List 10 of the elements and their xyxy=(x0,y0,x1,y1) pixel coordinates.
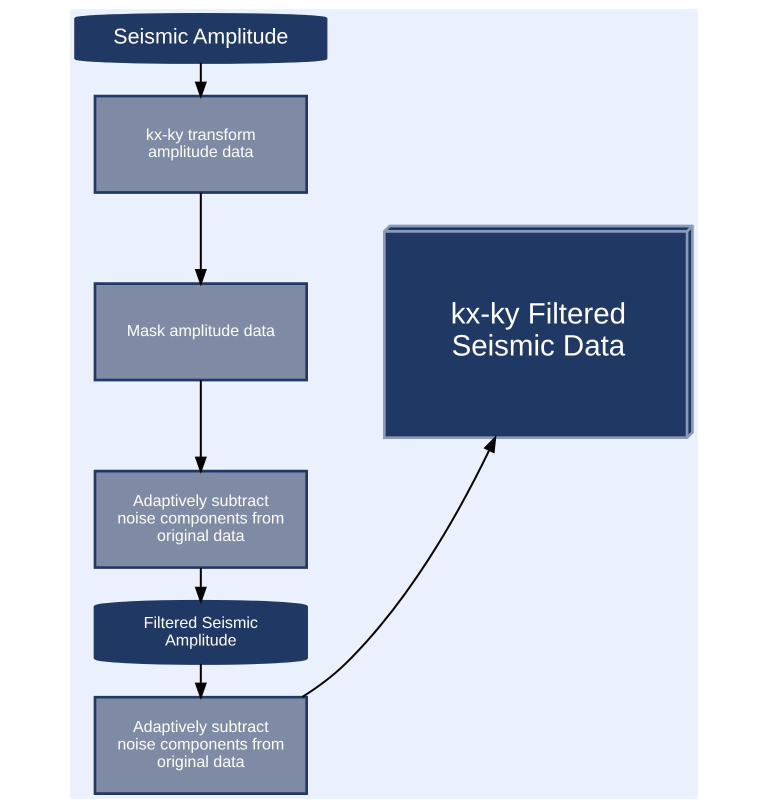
arrow xyxy=(301,434,496,698)
arrow xyxy=(194,663,206,700)
arrow xyxy=(194,192,206,286)
node-box: kx-ky transform amplitude data xyxy=(93,94,308,194)
arrow xyxy=(194,62,206,99)
node-box: Adaptively subtract noise components from original data xyxy=(93,469,308,568)
node-box: Mask amplitude data xyxy=(93,282,308,381)
arrow xyxy=(194,568,206,604)
arrow xyxy=(194,380,206,474)
node-box: Adaptively subtract noise components from original data xyxy=(93,695,308,794)
